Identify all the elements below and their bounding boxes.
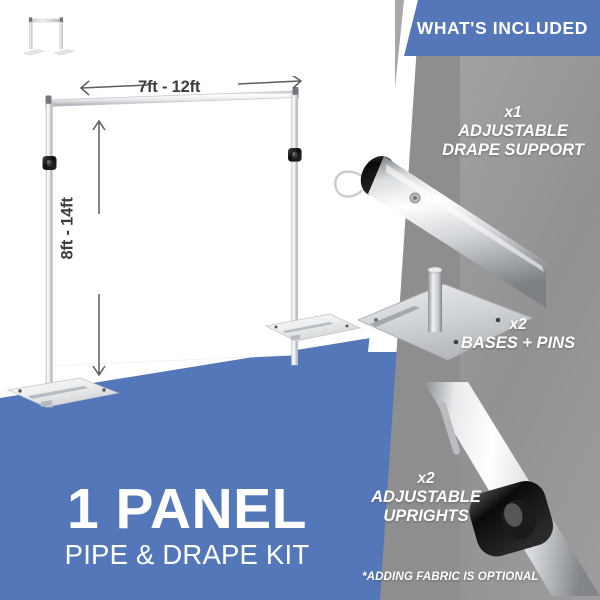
- left-adjustable-upright: [45, 103, 53, 408]
- page-title: 1 PANEL: [67, 477, 307, 541]
- callout-adjustable-drape-support: x1 ADJUSTABLE DRAPE SUPPORT: [428, 104, 598, 160]
- upright-adjustment-slot: [438, 400, 461, 455]
- base-fastener-right: [495, 317, 501, 323]
- callout-2-line1: BASES + PINS: [460, 333, 576, 352]
- base-pin: [427, 266, 443, 332]
- pipe-and-drape-frame-diagram: [6, 87, 362, 408]
- left-clamp-knob: [42, 156, 57, 170]
- base-plate-slot: [370, 306, 420, 327]
- callout-2-qty: x2: [509, 316, 527, 333]
- width-dimension-label: 7ft - 12ft: [138, 78, 201, 96]
- callout-3-qty: x2: [417, 470, 435, 487]
- base-plate-with-pin-photo: [356, 266, 534, 361]
- page-subtitle: PIPE & DRAPE KIT: [64, 538, 310, 570]
- right-adjustable-upright: [291, 94, 298, 366]
- upright-adjustment-knob: [469, 480, 554, 557]
- callout-1-line1: ADJUSTABLE: [458, 121, 568, 140]
- white-drape-fabric-panel: [51, 95, 293, 367]
- whats-included-banner: WHAT'S INCLUDED: [404, 0, 600, 56]
- base-plate: [356, 283, 534, 361]
- right-base-plate: [264, 313, 362, 342]
- height-dimension-label: 8ft - 14ft: [58, 197, 77, 260]
- left-base-plate: [6, 377, 120, 408]
- fabric-optional-footnote: *ADDING FABRIC IS OPTIONAL: [362, 570, 539, 583]
- callout-bases-and-pins: x2 BASES + PINS: [440, 316, 596, 353]
- callout-adjustable-uprights: x2 ADJUSTABLE UPRIGHTS: [352, 470, 500, 526]
- callout-3-line2: UPRIGHTS: [383, 507, 469, 526]
- callout-3-line1: ADJUSTABLE: [371, 487, 481, 506]
- callout-1-qty: x1: [504, 104, 522, 121]
- upright-tube-with-knob-photo: [424, 382, 600, 596]
- drape-support-thumbscrew: [409, 192, 421, 204]
- callout-1-line2: DRAPE SUPPORT: [442, 141, 584, 160]
- right-clamp-knob: [288, 148, 302, 162]
- drape-support-tube-photo: [334, 155, 546, 308]
- base-fastener-front: [453, 339, 459, 345]
- banner-label: WHAT'S INCLUDED: [416, 17, 588, 38]
- base-fastener-left: [374, 318, 378, 322]
- pipe-drape-frame-thumbnail-icon: [23, 17, 74, 56]
- product-title-block: 1 PANEL PIPE & DRAPE KIT: [0, 477, 360, 570]
